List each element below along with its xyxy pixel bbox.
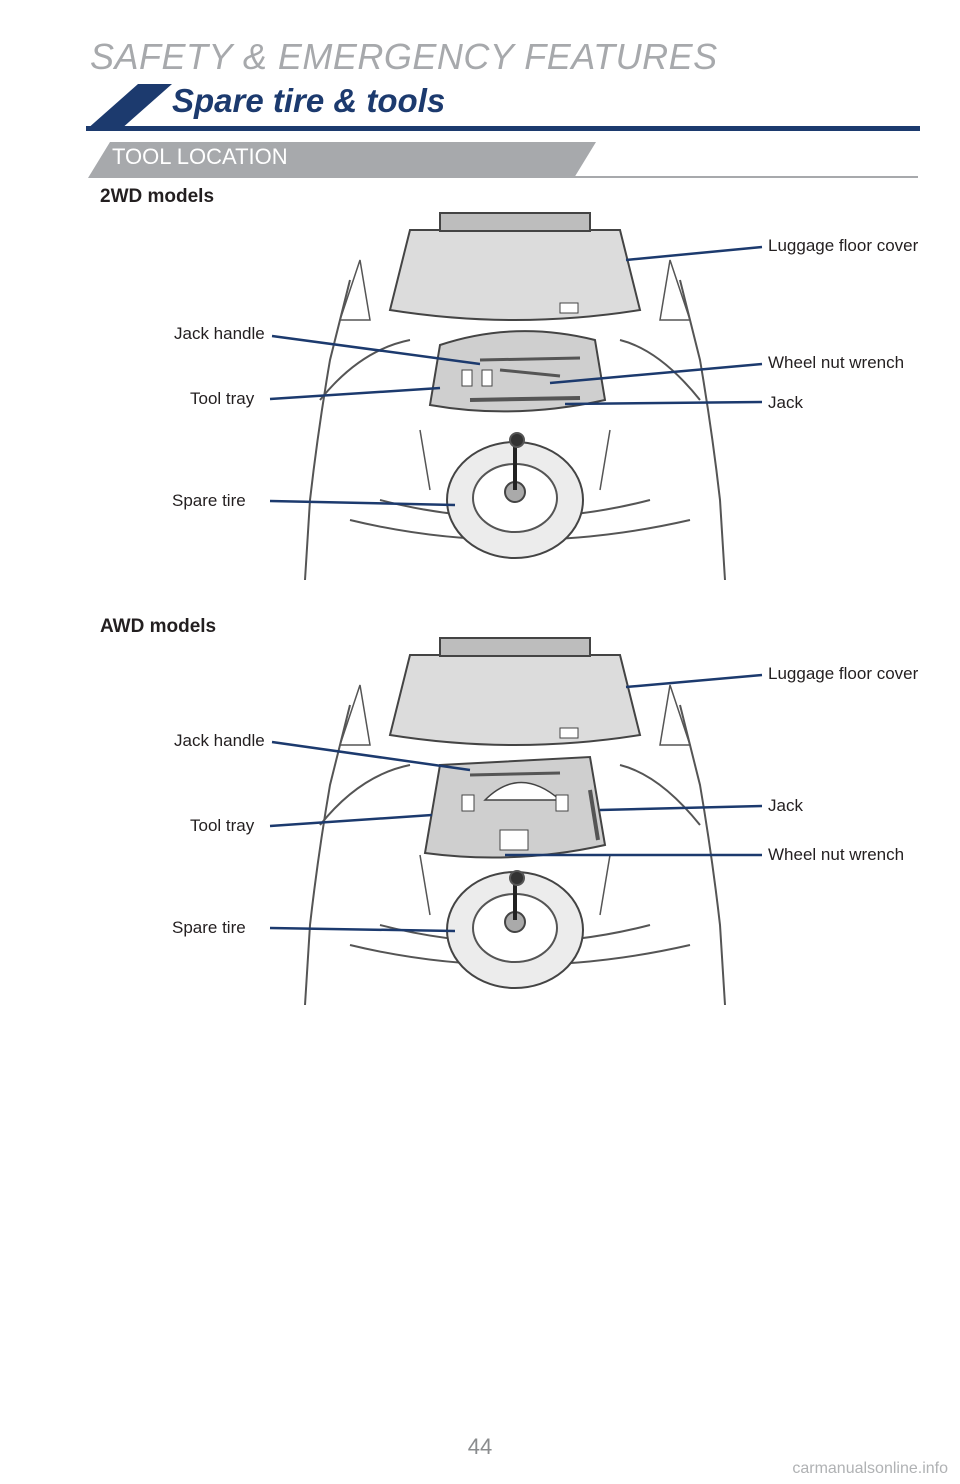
watermark: carmanualsonline.info (792, 1460, 948, 1477)
callout-spare-tire-awd: Spare tire (172, 918, 246, 937)
callout-spare-tire-2wd: Spare tire (172, 491, 246, 510)
trunk-diagram-2wd (269, 212, 763, 581)
model-label-2wd: 2WD models (100, 186, 215, 207)
subsection-title: TOOL LOCATION (112, 144, 288, 169)
title-bar (86, 84, 920, 131)
callout-tool-tray-awd: Tool tray (190, 816, 255, 835)
callout-tool-tray-2wd: Tool tray (190, 389, 255, 408)
trunk-diagram-awd (269, 637, 763, 1006)
callout-jack-handle-2wd: Jack handle (174, 324, 265, 343)
callout-jack-handle-awd: Jack handle (174, 731, 265, 750)
callout-luggage-floor-cover-awd: Luggage floor cover (768, 664, 919, 683)
section-title: SAFETY & EMERGENCY FEATURES (90, 36, 718, 77)
callout-luggage-floor-cover-2wd: Luggage floor cover (768, 236, 919, 255)
subsection-bar (88, 142, 918, 178)
callout-wheel-nut-wrench-2wd: Wheel nut wrench (768, 353, 905, 372)
page-number: 44 (467, 1434, 493, 1459)
callout-jack-awd: Jack (768, 796, 803, 815)
callout-wheel-nut-wrench-awd: Wheel nut wrench (768, 845, 905, 864)
callout-jack-2wd: Jack (768, 393, 803, 412)
model-label-awd: AWD models (100, 616, 217, 637)
page-title: Spare tire & tools (172, 82, 446, 119)
